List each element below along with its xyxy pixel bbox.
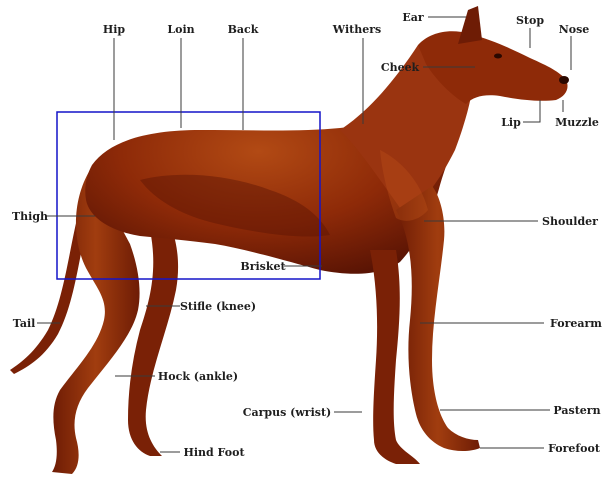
label-stifle: Stifle (knee) [180,300,256,313]
label-thigh: Thigh [12,210,48,223]
dog-nose [559,76,569,84]
dog-ear [458,6,482,44]
label-pastern: Pastern [553,404,600,417]
label-ear: Ear [402,11,424,24]
label-lip: Lip [501,116,521,129]
label-hind-foot: Hind Foot [183,446,245,459]
dog-near-front-leg [396,186,480,451]
label-tail: Tail [13,317,36,330]
label-cheek: Cheek [381,61,420,74]
label-loin: Loin [167,23,194,36]
label-hock: Hock (ankle) [158,370,238,383]
label-muzzle: Muzzle [555,116,599,129]
label-forearm: Forearm [550,317,602,330]
label-hip: Hip [103,23,126,36]
label-back: Back [228,23,259,36]
label-carpus: Carpus (wrist) [243,406,332,419]
label-shoulder: Shoulder [542,215,598,228]
label-stop: Stop [516,14,544,27]
label-brisket: Brisket [240,260,286,273]
label-nose: Nose [559,23,590,36]
dog-eye [494,54,502,59]
lip-leader [523,100,540,122]
label-withers: Withers [332,23,381,36]
dog-illustration [10,6,569,474]
label-forefoot: Forefoot [548,442,601,455]
